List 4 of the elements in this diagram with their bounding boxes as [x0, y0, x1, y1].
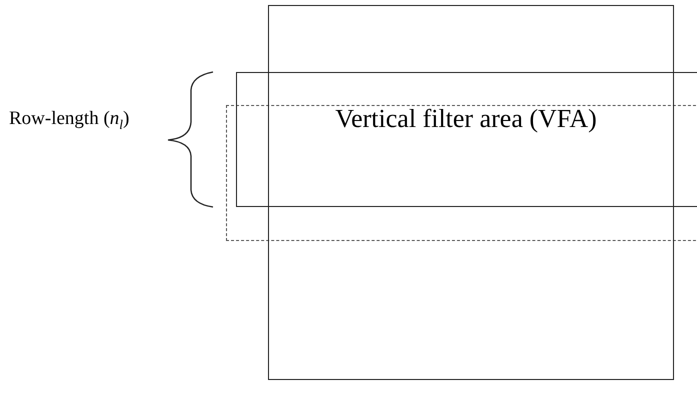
frame-rectangle: [268, 5, 674, 380]
row-length-label: Row-length (n$_{l}$): [9, 108, 130, 133]
area-label: Vertical filter area (VFA): [334, 103, 598, 135]
dashed-rectangle: [226, 105, 697, 241]
